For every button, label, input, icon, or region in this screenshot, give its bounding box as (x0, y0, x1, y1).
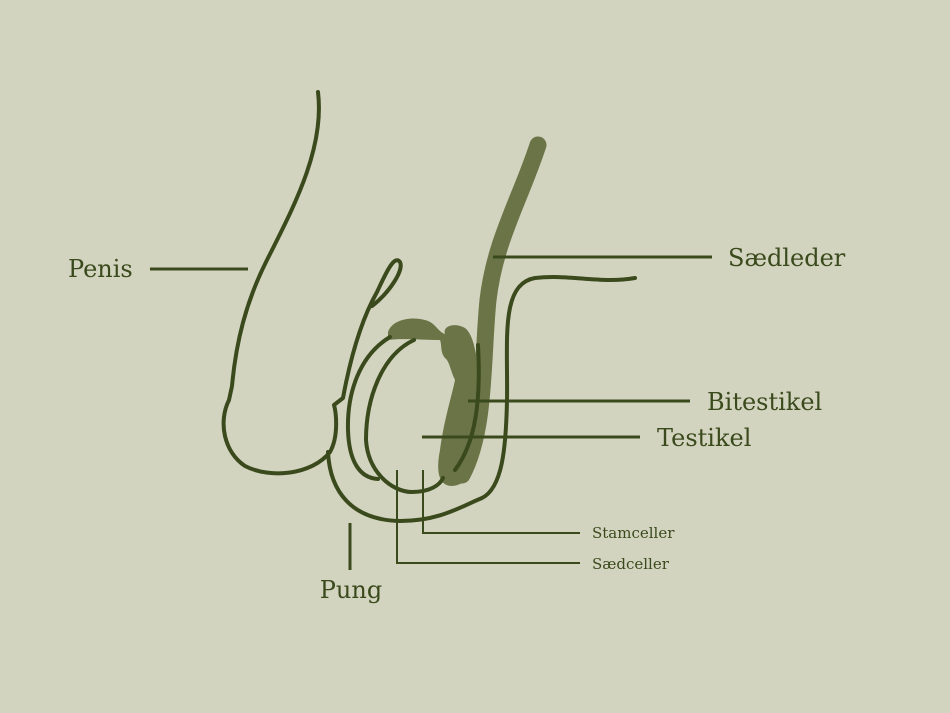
label-testikel: Testikel (657, 424, 751, 452)
penis-outline (221, 90, 403, 476)
testicle-outline (364, 338, 445, 494)
tunica-outline (345, 335, 392, 481)
scrotum-outline (326, 275, 637, 523)
saedceller-leader-line (396, 470, 580, 564)
label-bitestikel: Bitestikel (707, 388, 822, 416)
label-pung: Pung (320, 576, 382, 604)
label-penis: Penis (68, 255, 133, 283)
epididymis-shape (388, 318, 480, 486)
duct-line (453, 343, 481, 472)
label-saedceller: Sædceller (592, 555, 670, 573)
label-stamceller: Stamceller (592, 524, 675, 542)
stamceller-leader-line (422, 470, 580, 534)
label-saedleder: Sædleder (728, 244, 846, 272)
